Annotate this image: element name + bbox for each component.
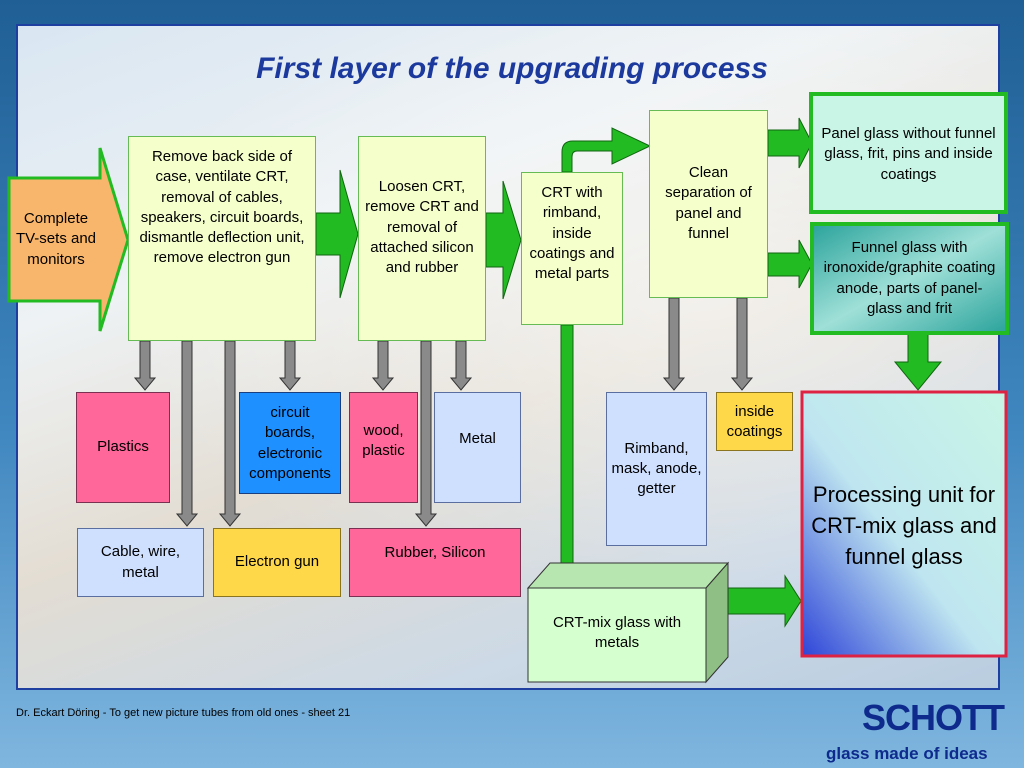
arrow-down-plastics — [133, 340, 157, 391]
arrow-down-wood — [371, 340, 395, 391]
arrow-clean-to-funnel — [767, 239, 813, 289]
node-metal: Metal — [434, 392, 521, 503]
funnel-box — [810, 222, 1009, 335]
node-wood: wood, plastic — [349, 392, 418, 503]
node-crt: CRT with rimband, inside coatings and me… — [521, 172, 623, 325]
arrow-down-metal — [449, 340, 473, 391]
node-clean: Clean separation of panel and funnel — [649, 110, 768, 298]
brand-logo: SCHOTT — [862, 697, 1005, 738]
node-step2: Loosen CRT, remove CRT and removal of at… — [358, 136, 486, 341]
page-title: First layer of the upgrading process — [256, 52, 768, 85]
flow-arrows — [7, 92, 1009, 684]
node-plastics: Plastics — [76, 392, 170, 503]
node-panel: Panel glass without funnel glass, frit, … — [821, 125, 996, 183]
arrow-step1-to-step2 — [315, 169, 359, 299]
node-funnel: Funnel glass with ironoxide/graphite coa… — [823, 239, 996, 317]
processing-box — [800, 390, 1008, 658]
node-rimband: Rimband, mask, anode, getter — [606, 392, 707, 546]
arrow-crt-to-crtmix — [552, 324, 582, 581]
node-coatings: inside coatings — [716, 392, 793, 451]
arrow-down-gun — [218, 340, 242, 527]
node-crtmix: CRT-mix glass with metals — [552, 613, 682, 651]
arrow-crtmix-to-processing — [715, 574, 802, 628]
node-processing: Processing unit for CRT-mix glass and fu… — [811, 482, 997, 569]
arrow-step2-to-crt — [485, 180, 522, 300]
brand-tagline: glass made of ideas — [826, 744, 988, 763]
arrow-funnel-to-processing — [893, 333, 943, 391]
input-shape — [7, 147, 130, 332]
crtmix-box-top — [526, 562, 730, 589]
arrow-down-rimband — [662, 297, 686, 391]
node-circuit: circuit boards, electronic components — [239, 392, 341, 494]
panel-box — [809, 92, 1008, 214]
node-cable: Cable, wire, metal — [77, 528, 204, 597]
node-step1: Remove back side of case, ventilate CRT,… — [128, 136, 316, 341]
arrow-down-cable — [175, 340, 199, 527]
node-gun: Electron gun — [213, 528, 341, 597]
arrow-down-coatings — [730, 297, 754, 391]
crtmix-box-front — [527, 587, 707, 683]
node-rubber: Rubber, Silicon — [349, 528, 521, 597]
footer-text: Dr. Eckart Döring - To get new picture t… — [16, 707, 351, 719]
node-input: Complete TV-sets and monitors — [15, 210, 97, 268]
arrow-down-circuit — [278, 340, 302, 391]
arrow-clean-to-panel — [767, 117, 813, 169]
arrow-crt-to-clean — [561, 127, 652, 173]
arrow-down-rubber — [414, 340, 438, 527]
